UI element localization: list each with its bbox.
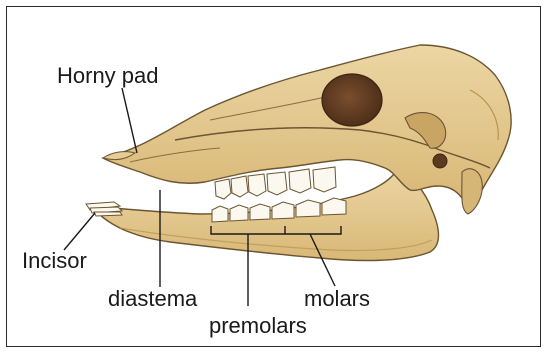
- label-premolars: premolars: [209, 313, 307, 338]
- ear-opening: [433, 154, 447, 168]
- label-incisor: Incisor: [22, 248, 87, 273]
- incisor-leader: [64, 213, 95, 250]
- horny-pad-leader: [122, 88, 137, 153]
- label-molars: molars: [304, 286, 370, 311]
- label-horny-pad: Horny pad: [57, 63, 159, 88]
- label-diastema: diastema: [108, 286, 198, 311]
- incisors: [86, 202, 122, 216]
- eye-socket: [322, 74, 382, 126]
- occipital-condyle: [462, 169, 483, 214]
